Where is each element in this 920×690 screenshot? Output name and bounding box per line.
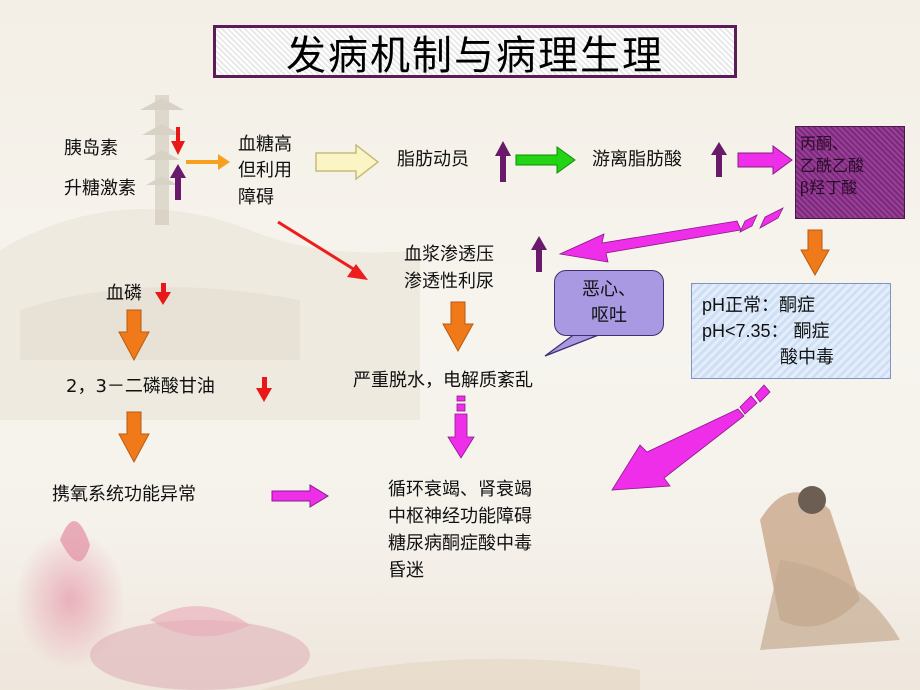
left-arrow-icon <box>558 207 784 263</box>
glucose-line-1: 血糖高 <box>238 134 292 155</box>
insulin-label: 胰岛素 <box>64 138 118 159</box>
nausea-callout: 恶心、 呕吐 <box>554 270 664 336</box>
painted-lady-icon <box>760 486 900 650</box>
down-arrow-icon <box>155 283 171 305</box>
diagonal-arrow-icon <box>611 384 771 491</box>
outcome-line-4: 昏迷 <box>388 560 424 581</box>
ph-box: pH正常：酮症 pH<7.35： 酮症 酸中毒 <box>691 283 891 379</box>
lipolysis-label: 脂肪动员 <box>397 149 469 170</box>
nausea-line-1: 恶心、 <box>582 279 636 300</box>
glucose-line-2: 但利用 <box>238 160 292 181</box>
ketone-bodies-box: 丙酮、 乙酰乙酸 β羟丁酸 <box>795 126 905 219</box>
dehydration-label: 严重脱水，电解质紊乱 <box>353 370 533 391</box>
up-arrow-icon <box>531 236 547 272</box>
right-arrow-icon <box>515 146 576 174</box>
outcome-line-2: 中枢神经功能障碍 <box>388 506 532 527</box>
diagonal-arrow-icon <box>277 220 368 280</box>
down-arrow-icon <box>447 395 475 459</box>
up-arrow-icon <box>495 141 511 182</box>
osmotic-line-2: 渗透性利尿 <box>404 271 494 292</box>
down-arrow-icon <box>118 411 150 464</box>
outcome-line-3: 糖尿病酮症酸中毒 <box>388 533 532 554</box>
ph-line-2: pH<7.35： 酮症 <box>702 321 830 341</box>
ffa-label: 游离脂肪酸 <box>592 149 682 170</box>
pagoda-icon <box>140 95 184 225</box>
ketone-line-2: 乙酰乙酸 <box>800 156 865 175</box>
counter-hormone-label: 升糖激素 <box>64 178 136 199</box>
ph-line-3: 酸中毒 <box>780 347 834 367</box>
right-arrow-icon <box>315 143 380 181</box>
outcome-line-1: 循环衰竭、肾衰竭 <box>388 479 532 500</box>
down-arrow-icon <box>442 301 474 353</box>
down-arrow-icon <box>171 127 185 155</box>
ketone-line-1: 丙酮、 <box>800 134 849 153</box>
osmotic-line-1: 血浆渗透压 <box>404 244 494 265</box>
oxygen-label: 携氧系统功能异常 <box>52 484 196 505</box>
right-arrow-icon <box>186 154 230 170</box>
lotus-icon <box>15 521 310 690</box>
ketone-line-3: β羟丁酸 <box>800 178 858 197</box>
title-box: 发病机制与病理生理 <box>213 25 737 79</box>
right-arrow-icon <box>737 145 793 175</box>
down-arrow-icon <box>800 229 830 277</box>
dpg-label: 2，3－二磷酸甘油 <box>66 376 215 397</box>
glucose-line-3: 障碍 <box>238 187 274 208</box>
right-arrow-icon <box>271 484 329 508</box>
up-arrow-icon <box>170 164 186 200</box>
down-arrow-icon <box>256 377 272 402</box>
page-title: 发病机制与病理生理 <box>286 32 664 79</box>
nausea-line-2: 呕吐 <box>591 305 627 326</box>
up-arrow-icon <box>711 142 727 177</box>
ph-line-1: pH正常：酮症 <box>702 295 816 315</box>
phosphate-label: 血磷 <box>106 283 142 304</box>
down-arrow-icon <box>118 309 150 362</box>
